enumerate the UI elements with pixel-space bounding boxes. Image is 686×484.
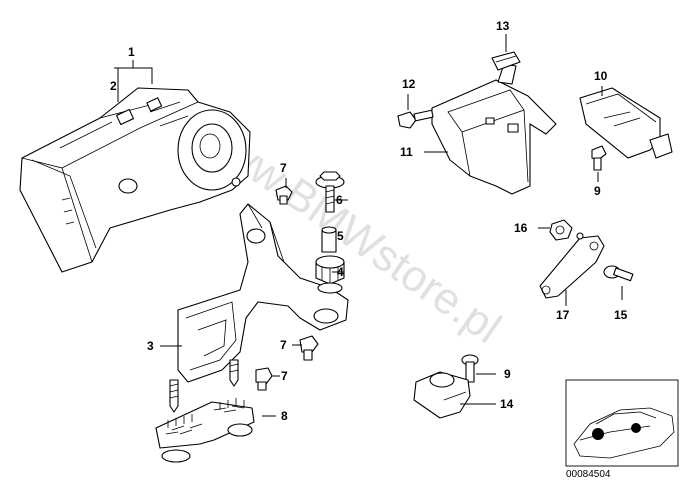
clip-nut[interactable] [491,51,521,71]
callout-9a: 9 [594,184,601,198]
bolt-7a[interactable] [275,185,293,205]
callout-15: 15 [614,308,628,322]
hex-screw-washer[interactable] [315,171,345,213]
callout-7b: 7 [280,338,287,352]
bolt-12[interactable] [397,109,434,129]
callout-6: 6 [336,193,343,207]
small-bracket[interactable] [539,232,605,299]
location-dot-1 [592,428,604,440]
rubber-mount[interactable] [315,255,345,294]
callout-7a: 7 [280,161,287,175]
callout-1: 1 [128,45,135,59]
callout-2: 2 [110,79,117,93]
callout-12: 12 [402,77,416,91]
sleeve[interactable] [321,226,337,253]
bolt-9b[interactable] [461,354,479,383]
diagram-code: 00084504 [566,469,611,480]
callout-8: 8 [281,409,288,423]
callout-5: 5 [337,229,344,243]
bolt-9a[interactable] [591,145,607,171]
callout-10: 10 [594,69,608,83]
damper-pads[interactable] [155,398,255,463]
bolt-7c[interactable] [255,367,273,391]
callout-16: 16 [514,221,528,235]
bolt-7b[interactable] [299,335,319,361]
callout-4: 4 [337,265,344,279]
callout-7c: 7 [281,369,288,383]
callout-14: 14 [500,397,514,411]
vehicle-inset [565,379,679,467]
mounting-bracket[interactable] [431,63,557,195]
bracket[interactable] [177,203,349,383]
callout-9b: 9 [504,367,511,381]
callout-17: 17 [556,308,570,322]
abs-hydraulic-unit[interactable] [19,87,251,273]
screw-15[interactable] [603,265,634,282]
nut-16[interactable] [549,219,573,241]
sensor[interactable] [413,371,471,419]
location-dot-2 [631,423,641,433]
callout-11: 11 [400,145,413,159]
stud-bolts[interactable] [169,359,239,413]
callout-3: 3 [147,339,154,353]
callout-13: 13 [496,19,510,33]
control-unit[interactable] [579,87,673,159]
